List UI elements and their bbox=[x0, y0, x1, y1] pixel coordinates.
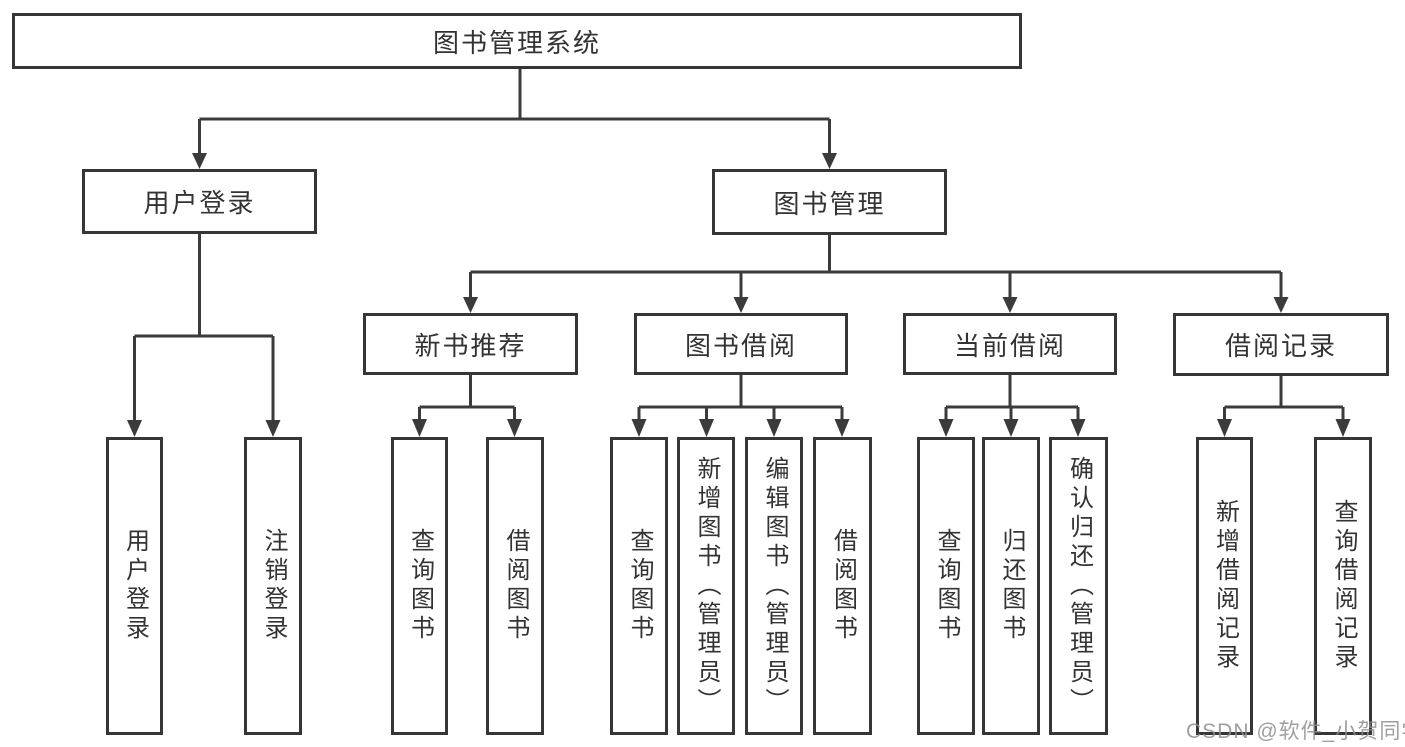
node-label: 图书借阅 bbox=[684, 330, 797, 361]
node-book-borrowing: 图书借阅 bbox=[634, 313, 848, 375]
leaf-label: 借阅图书 bbox=[502, 528, 529, 644]
leaf-label: 新增图书（管理员） bbox=[693, 455, 720, 717]
leaf-borrowing-query-books: 查询图书 bbox=[610, 437, 668, 735]
csdn-watermark: CSDN @软件_小贺同学 bbox=[1186, 720, 1405, 743]
node-current-borrowing: 当前借阅 bbox=[903, 313, 1117, 375]
leaf-label: 查询借阅记录 bbox=[1330, 499, 1357, 673]
leaf-current-return-books: 归还图书 bbox=[982, 437, 1040, 735]
node-user-login: 用户登录 bbox=[82, 169, 317, 234]
node-label: 用户登录 bbox=[143, 188, 256, 218]
node-label: 当前借阅 bbox=[953, 330, 1066, 361]
leaf-logout: 注销登录 bbox=[244, 437, 302, 735]
leaf-label: 用户登录 bbox=[121, 528, 149, 644]
leaf-records-add-borrow-record: 新增借阅记录 bbox=[1196, 437, 1253, 735]
leaf-newbook-borrow-books: 借阅图书 bbox=[486, 437, 544, 735]
leaf-label: 注销登录 bbox=[260, 528, 287, 644]
leaf-records-query-borrow-record: 查询借阅记录 bbox=[1314, 437, 1372, 735]
leaf-current-query-books: 查询图书 bbox=[917, 437, 975, 735]
leaf-borrowing-edit-books-admin: 编辑图书（管理员） bbox=[745, 437, 803, 735]
leaf-label: 查询图书 bbox=[933, 528, 960, 644]
leaf-label: 查询图书 bbox=[406, 528, 434, 644]
node-book-management: 图书管理 bbox=[712, 169, 947, 235]
node-borrowing-records: 借阅记录 bbox=[1173, 313, 1389, 376]
leaf-current-confirm-return-admin: 确认归还（管理员） bbox=[1049, 437, 1108, 735]
leaf-user-login: 用户登录 bbox=[106, 437, 163, 735]
leaf-borrowing-borrow-books: 借阅图书 bbox=[813, 437, 872, 735]
leaf-label: 查询图书 bbox=[626, 528, 653, 644]
node-library-management-system: 图书管理系统 bbox=[12, 13, 1022, 69]
node-label: 借阅记录 bbox=[1224, 331, 1337, 361]
leaf-borrowing-add-books-admin: 新增图书（管理员） bbox=[677, 437, 735, 735]
node-label: 图书管理系统 bbox=[432, 27, 601, 58]
node-label: 图书管理 bbox=[773, 188, 886, 219]
leaf-label: 借阅图书 bbox=[829, 528, 857, 644]
leaf-label: 编辑图书（管理员） bbox=[761, 455, 788, 717]
leaf-label: 归还图书 bbox=[998, 528, 1025, 644]
node-new-book-recommend: 新书推荐 bbox=[363, 313, 578, 375]
leaf-newbook-query-books: 查询图书 bbox=[391, 437, 448, 735]
leaf-label: 确认归还（管理员） bbox=[1065, 455, 1093, 717]
node-label: 新书推荐 bbox=[414, 330, 527, 361]
arrowheads bbox=[127, 153, 1351, 437]
leaf-label: 新增借阅记录 bbox=[1211, 499, 1239, 673]
